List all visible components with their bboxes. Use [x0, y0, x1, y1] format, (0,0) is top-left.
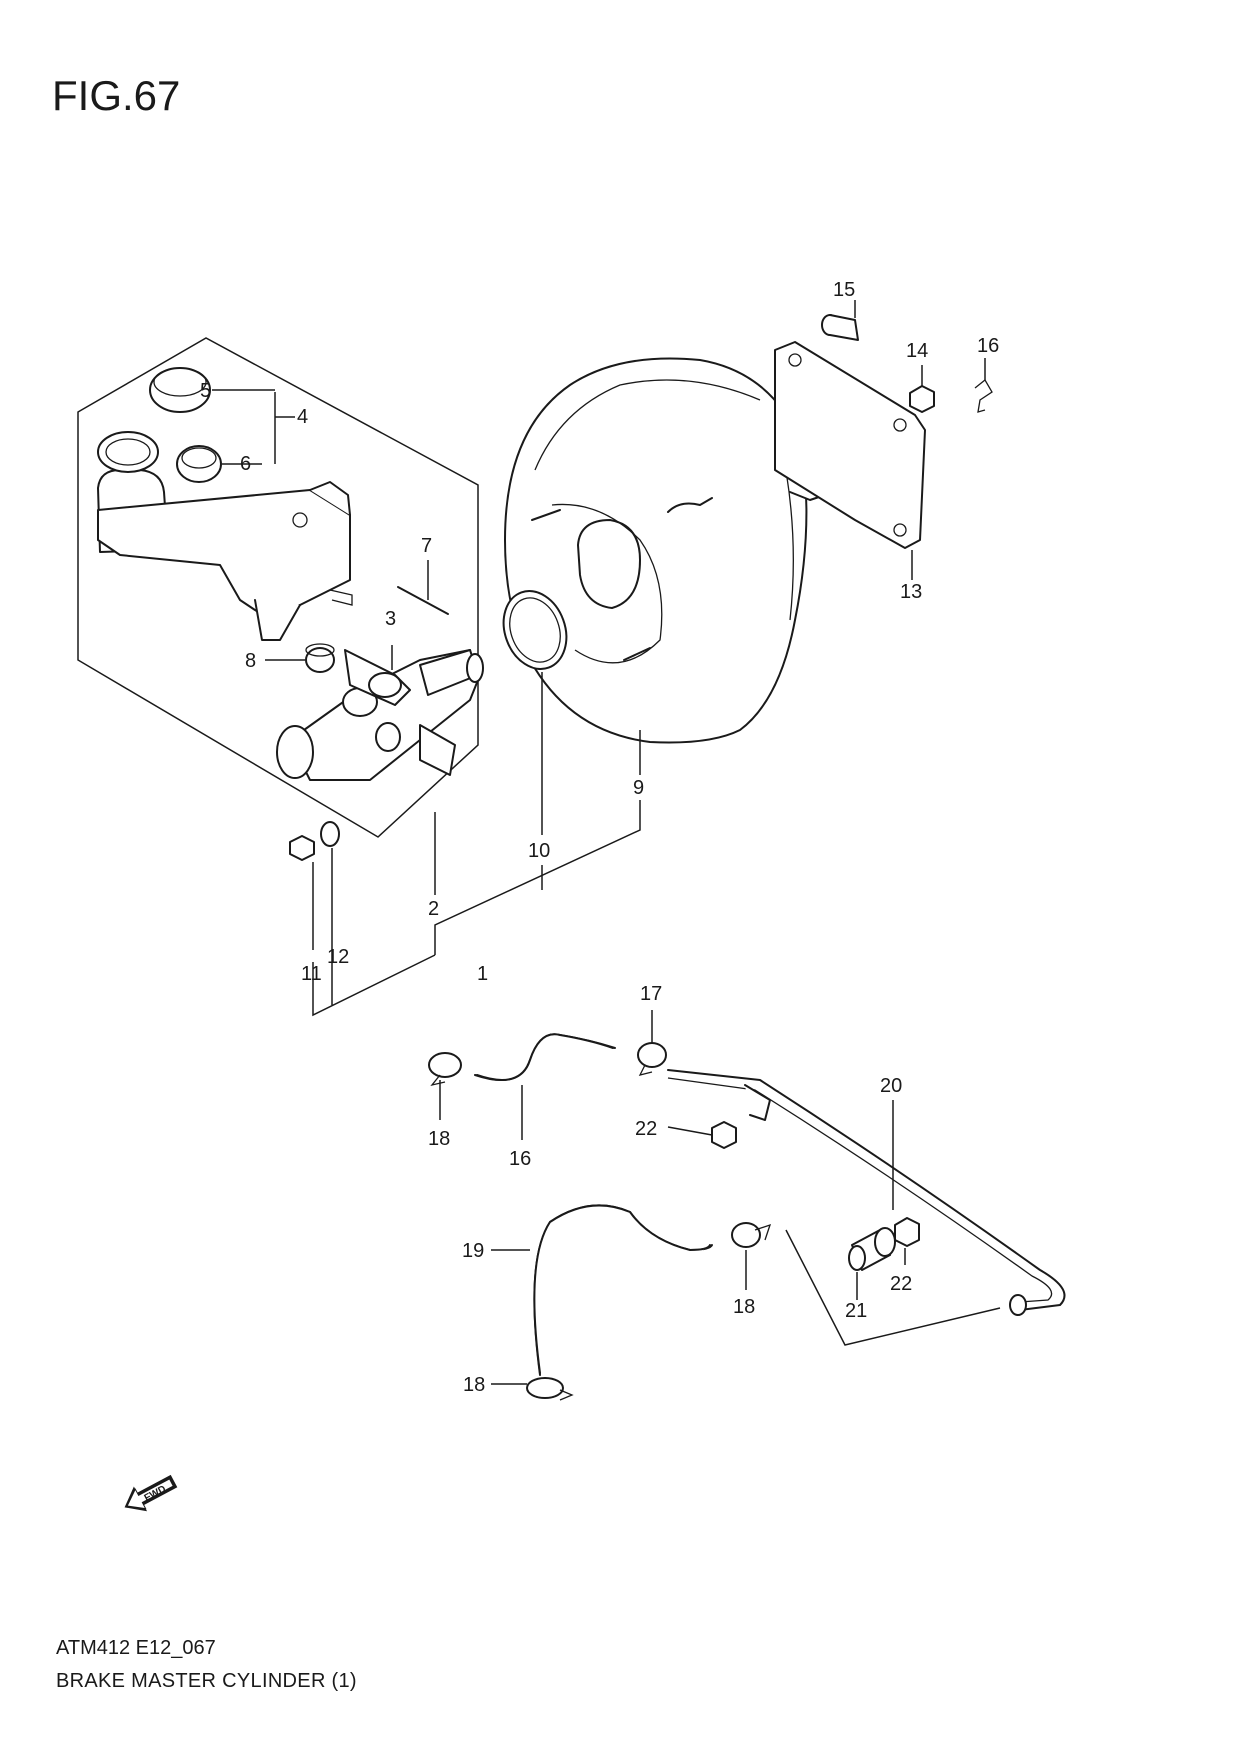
- callout-19: 19: [462, 1240, 484, 1262]
- callout-15: 15: [833, 279, 855, 301]
- callout-3: 3: [385, 608, 396, 630]
- o-ring: [320, 821, 340, 847]
- callout-22-a: 22: [635, 1118, 657, 1140]
- callout-18-c: 18: [733, 1296, 755, 1318]
- booster-clip: [974, 379, 993, 413]
- callout-13: 13: [900, 581, 922, 603]
- callout-10: 10: [528, 840, 550, 862]
- hose-clamp-2: [637, 1042, 667, 1076]
- fwd-label: FWD: [143, 1484, 168, 1504]
- reservoir-cap: [149, 367, 211, 413]
- pipe-nut-1: [711, 1121, 737, 1149]
- reservoir-filter: [176, 445, 222, 483]
- reservoir-pin: [397, 586, 449, 615]
- callout-9: 9: [633, 777, 644, 799]
- booster-seal: [502, 590, 568, 670]
- fwd-arrow-icon: FWD: [124, 1474, 178, 1512]
- callout-21: 21: [845, 1300, 867, 1322]
- hose-clamp-3: [731, 1222, 772, 1248]
- booster-bolt: [821, 314, 859, 341]
- hose-clamp-4: [526, 1377, 574, 1401]
- booster-gasket: [774, 341, 926, 549]
- leader-lines: [212, 300, 1001, 1385]
- mount-nut: [289, 835, 315, 861]
- callout-8: 8: [245, 650, 256, 672]
- callout-7: 7: [421, 535, 432, 557]
- check-valve: [848, 1227, 896, 1271]
- callout-16: 16: [977, 335, 999, 357]
- callout-18-a: 17: [640, 983, 662, 1005]
- vacuum-pipe: [667, 1069, 1066, 1316]
- callout-11: 11: [301, 963, 322, 985]
- callout-18-b: 18: [428, 1128, 450, 1150]
- master-cylinder-group-outline: [77, 337, 479, 838]
- callout-17: 16: [509, 1148, 531, 1170]
- hose-clamp-1: [428, 1052, 462, 1087]
- pipe-nut-2: [894, 1217, 920, 1247]
- diagram-title: BRAKE MASTER CYLINDER (1): [56, 1670, 357, 1692]
- diagram-code: ATM412 E12_067: [56, 1637, 216, 1659]
- callout-1: 1: [477, 963, 488, 985]
- booster-nut: [909, 385, 935, 413]
- callout-22-b: 22: [890, 1273, 912, 1295]
- callout-12: 12: [327, 946, 349, 968]
- grommet: [305, 643, 335, 673]
- callout-5: 5: [200, 380, 211, 402]
- callout-6: 6: [240, 453, 251, 475]
- figure-title: FIG.67: [52, 72, 181, 119]
- callout-20: 20: [880, 1075, 902, 1097]
- callout-2: 2: [428, 898, 439, 920]
- reservoir-tank: [97, 431, 353, 641]
- callout-18-d: 18: [463, 1374, 485, 1396]
- callout-14: 14: [906, 340, 928, 362]
- master-cylinder: [276, 649, 484, 781]
- callout-4: 4: [297, 406, 308, 428]
